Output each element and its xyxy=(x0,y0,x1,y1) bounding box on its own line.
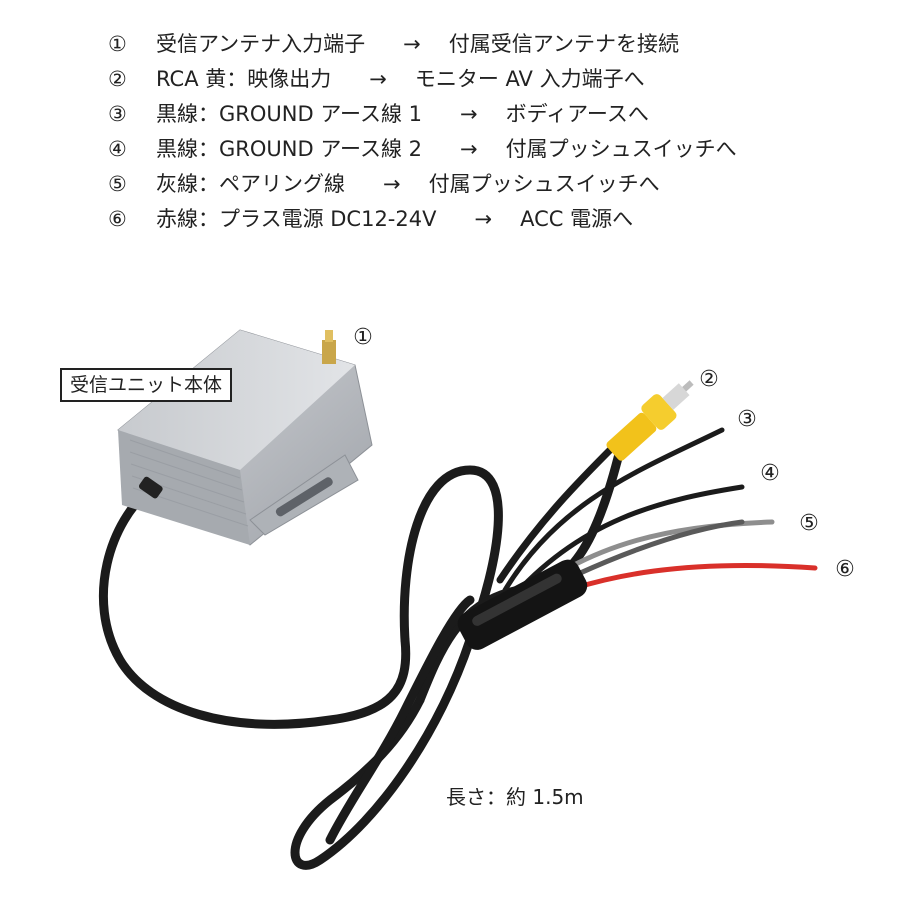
receiver-unit-label: 受信ユニット本体 xyxy=(60,368,233,402)
legend-row-3: ③ 黒線：GROUND アース線 1 → ボディアースへ xyxy=(108,100,649,128)
legend-source: 灰線：ペアリング線 xyxy=(156,172,345,196)
callout-2: ② xyxy=(699,367,719,392)
legend-number: ② xyxy=(108,67,127,91)
legend-destination: ACC 電源へ xyxy=(520,207,634,231)
callout-5: ⑤ xyxy=(799,511,819,536)
legend-row-6: ⑥ 赤線：プラス電源 DC12-24V → ACC 電源へ xyxy=(108,205,633,233)
callout-6: ⑥ xyxy=(835,557,855,582)
legend-source: 受信アンテナ入力端子 xyxy=(156,32,366,56)
legend-destination: ボディアースへ xyxy=(505,102,649,126)
arrow-icon: → xyxy=(474,207,493,231)
legend-source: 黒線：GROUND アース線 1 xyxy=(156,102,423,126)
callout-1: ① xyxy=(353,325,373,350)
arrow-icon: → xyxy=(460,137,478,161)
legend-row-4: ④ 黒線：GROUND アース線 2 → 付属プッシュスイッチへ xyxy=(108,135,737,163)
arrow-icon: → xyxy=(383,172,401,196)
legend-source: 赤線：プラス電源 DC12-24V xyxy=(156,207,437,231)
legend-destination: 付属プッシュスイッチへ xyxy=(428,172,660,196)
callout-3: ③ xyxy=(737,407,757,432)
legend-number: ① xyxy=(108,32,127,56)
arrow-icon: → xyxy=(369,67,387,91)
arrow-icon: → xyxy=(460,102,478,126)
callout-4: ④ xyxy=(760,461,780,486)
legend-number: ④ xyxy=(108,137,127,161)
legend-number: ③ xyxy=(108,102,127,126)
legend-number: ⑤ xyxy=(108,172,127,196)
arrow-icon: → xyxy=(403,32,421,56)
legend-row-1: ① 受信アンテナ入力端子 → 付属受信アンテナを接続 xyxy=(108,30,679,58)
main-cable xyxy=(98,445,625,870)
legend-destination: 付属プッシュスイッチへ xyxy=(505,137,737,161)
legend-row-5: ⑤ 灰線：ペアリング線 → 付属プッシュスイッチへ xyxy=(108,170,660,198)
legend-row-2: ② RCA 黄：映像出力 → モニター AV 入力端子へ xyxy=(108,65,645,93)
cable-length-label: 長さ：約 1.5m xyxy=(446,785,584,809)
legend-source: 黒線：GROUND アース線 2 xyxy=(156,137,423,161)
legend-destination: モニター AV 入力端子へ xyxy=(414,67,645,91)
fuse-holder xyxy=(457,559,588,650)
legend-source: RCA 黄：映像出力 xyxy=(156,67,332,91)
rca-connector xyxy=(606,380,694,461)
legend-destination: 付属受信アンテナを接続 xyxy=(448,32,679,56)
receiver-device xyxy=(117,329,373,546)
legend-number: ⑥ xyxy=(108,207,127,231)
